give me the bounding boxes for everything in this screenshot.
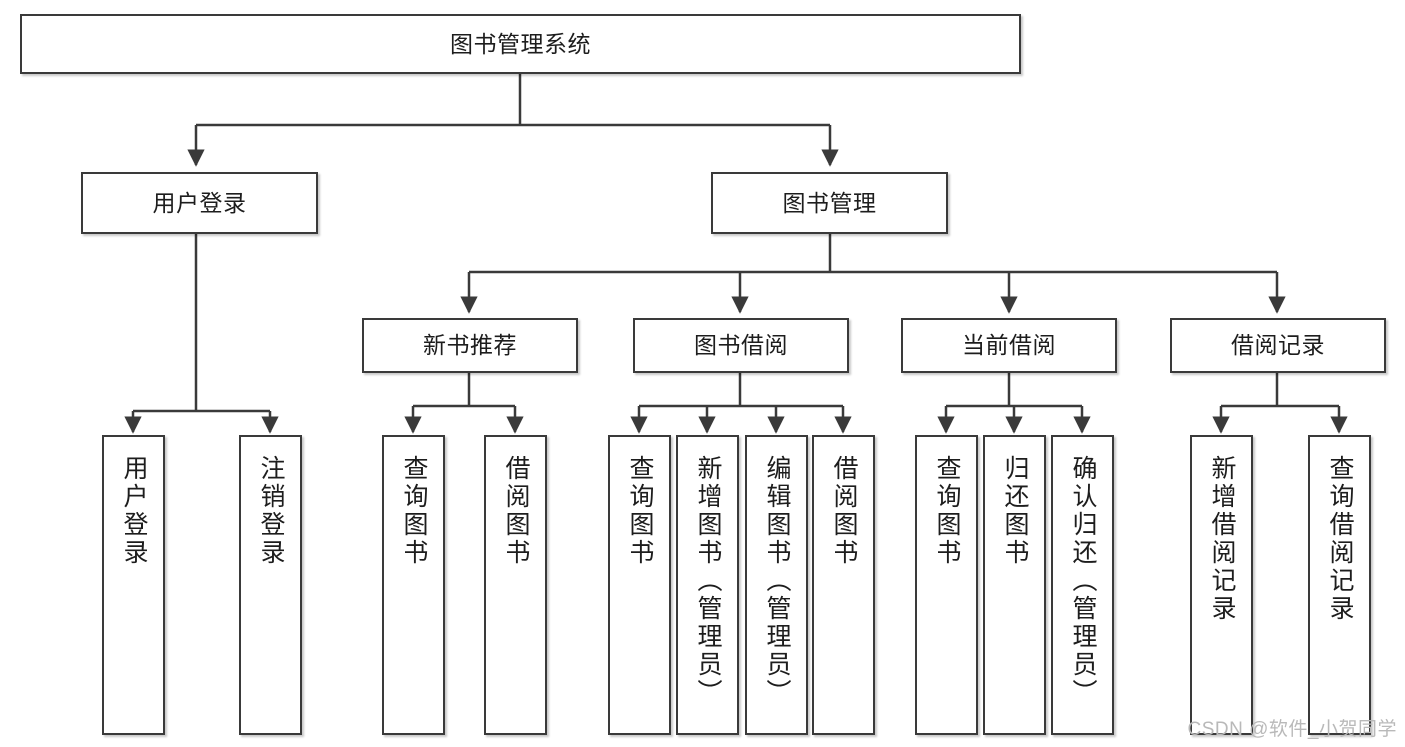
- node-leaf-query-book-3[interactable]: 查询图书: [915, 435, 978, 735]
- node-user-login-label: 用户登录: [152, 189, 247, 216]
- node-user-login[interactable]: 用户登录: [81, 172, 318, 234]
- node-current-borrow-label: 当前借阅: [962, 332, 1056, 359]
- node-leaf-edit-book[interactable]: 编辑图书（管理员）: [745, 435, 808, 735]
- node-leaf-borrow-book-2-label: 借阅图书: [830, 455, 858, 567]
- node-leaf-add-book-label: 新增图书（管理员）: [694, 455, 722, 707]
- node-leaf-add-record-label: 新增借阅记录: [1208, 455, 1236, 623]
- node-leaf-query-book-2[interactable]: 查询图书: [608, 435, 671, 735]
- node-leaf-add-record[interactable]: 新增借阅记录: [1190, 435, 1253, 735]
- node-borrow-record[interactable]: 借阅记录: [1170, 318, 1386, 373]
- node-leaf-query-book-1-label: 查询图书: [400, 455, 428, 567]
- node-leaf-query-book-1[interactable]: 查询图书: [382, 435, 445, 735]
- node-leaf-query-book-2-label: 查询图书: [626, 455, 654, 567]
- node-book-management-label: 图书管理: [782, 189, 877, 216]
- node-leaf-borrow-book-2[interactable]: 借阅图书: [812, 435, 875, 735]
- node-book-management[interactable]: 图书管理: [711, 172, 948, 234]
- node-book-borrow[interactable]: 图书借阅: [633, 318, 849, 373]
- node-leaf-user-login-label: 用户登录: [120, 455, 148, 567]
- csdn-watermark: CSDN @软件_小贺同学: [1187, 719, 1397, 740]
- node-leaf-borrow-book-1-label: 借阅图书: [502, 455, 530, 567]
- node-leaf-query-record-label: 查询借阅记录: [1326, 455, 1354, 623]
- node-leaf-return-book-label: 归还图书: [1001, 455, 1029, 567]
- node-new-book-recommend[interactable]: 新书推荐: [362, 318, 578, 373]
- node-leaf-return-book[interactable]: 归还图书: [983, 435, 1046, 735]
- node-leaf-edit-book-label: 编辑图书（管理员）: [763, 455, 791, 707]
- node-leaf-user-logout[interactable]: 注销登录: [239, 435, 302, 735]
- node-leaf-confirm-return[interactable]: 确认归还（管理员）: [1051, 435, 1114, 735]
- node-leaf-borrow-book-1[interactable]: 借阅图书: [484, 435, 547, 735]
- node-root[interactable]: 图书管理系统: [20, 14, 1021, 74]
- node-book-borrow-label: 图书借阅: [694, 332, 788, 359]
- node-leaf-confirm-return-label: 确认归还（管理员）: [1069, 455, 1097, 707]
- node-leaf-user-logout-label: 注销登录: [257, 455, 285, 567]
- node-new-book-recommend-label: 新书推荐: [423, 332, 517, 359]
- node-leaf-add-book[interactable]: 新增图书（管理员）: [676, 435, 739, 735]
- node-leaf-query-book-3-label: 查询图书: [933, 455, 961, 567]
- node-current-borrow[interactable]: 当前借阅: [901, 318, 1117, 373]
- node-root-label: 图书管理系统: [450, 30, 591, 57]
- node-leaf-user-login[interactable]: 用户登录: [102, 435, 165, 735]
- node-borrow-record-label: 借阅记录: [1231, 332, 1325, 359]
- node-leaf-query-record[interactable]: 查询借阅记录: [1308, 435, 1371, 735]
